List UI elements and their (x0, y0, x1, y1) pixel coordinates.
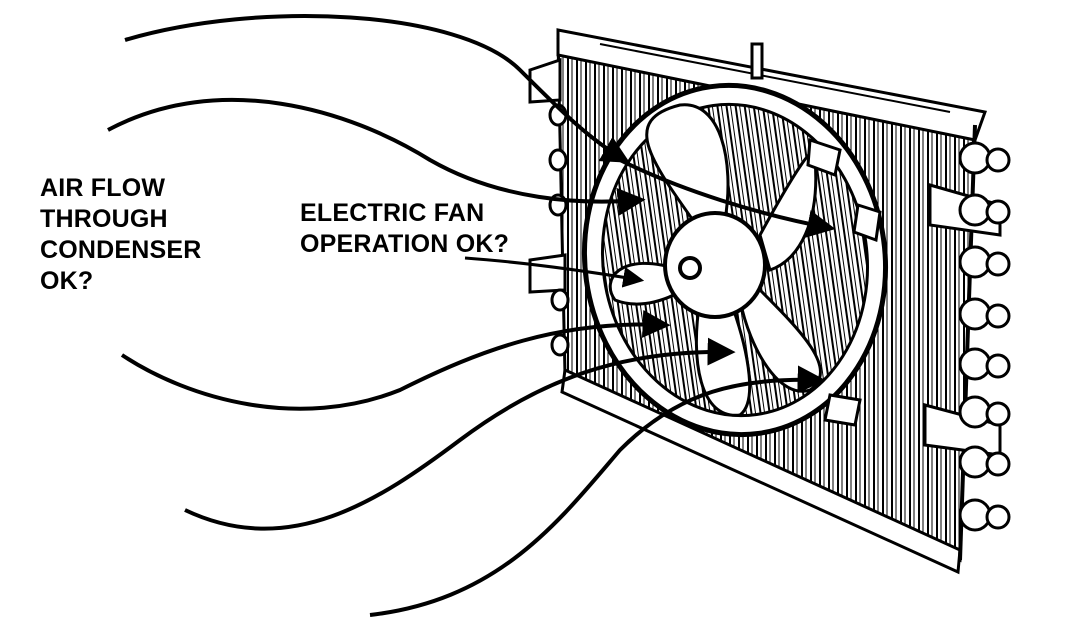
tube-bend (958, 395, 1011, 429)
bracket-mid-left (528, 253, 567, 294)
tube-bend (958, 347, 1011, 381)
airflow-label-line: OK? (40, 267, 94, 295)
airflow-arrow (619, 158, 836, 238)
fan-hub (678, 256, 702, 280)
tube-bends (958, 141, 1011, 532)
electric-fan-label-line: ELECTRIC FAN (300, 199, 485, 227)
tube-bend (958, 193, 1011, 227)
bracket-top-left (528, 57, 562, 104)
fan-motor (663, 211, 767, 319)
shroud-clip-right (852, 203, 882, 243)
tube-bend (958, 141, 1011, 175)
electric-fan-label: ELECTRIC FAN OPERATION OK? (300, 198, 509, 260)
airflow-label-line: THROUGH (40, 205, 168, 233)
shroud-clip-top (806, 137, 842, 178)
airflow-label-line: CONDENSER (40, 236, 202, 264)
airflow-arrow (107, 97, 646, 216)
tube-bend (958, 245, 1011, 279)
airflow-label: AIR FLOW THROUGH CONDENSER OK? (40, 173, 202, 297)
fan-blade-top (645, 103, 730, 232)
airflow-arrow (120, 309, 671, 411)
airflow-arrows (107, 14, 836, 617)
condenser-bottom-edge (560, 367, 962, 575)
top-pin (750, 42, 764, 80)
airflow-label-line: AIR FLOW (40, 174, 166, 202)
airflow-arrow (369, 365, 826, 617)
tube-bend (958, 498, 1011, 532)
fan-pointer-arrow (464, 256, 645, 288)
airflow-arrow (124, 14, 630, 163)
shroud-clip-bottom (823, 393, 862, 427)
electric-fan-label-line: OPERATION OK? (300, 230, 510, 258)
tube-bend (958, 445, 1011, 479)
tube-bend (958, 297, 1011, 331)
airflow-arrow (184, 337, 736, 531)
